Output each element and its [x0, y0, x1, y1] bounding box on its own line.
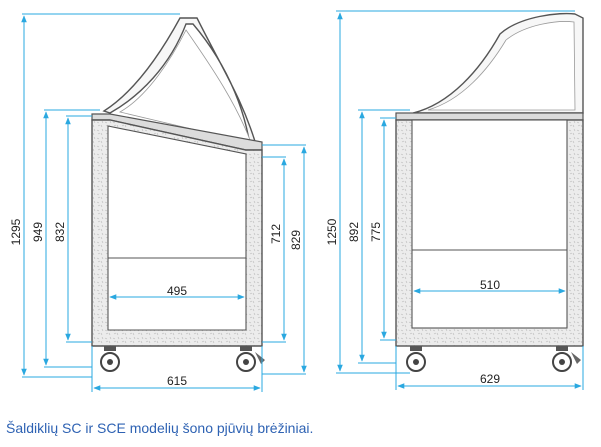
sc-dimension-labels: 1295 949 832 712 829 495 615 [9, 218, 303, 388]
sc-dim-overall-height: 1295 [9, 218, 23, 245]
sc-dim-overall-width: 615 [167, 374, 187, 388]
sc-dim-body-height: 949 [31, 222, 45, 242]
sc-dim-inner-height: 832 [53, 222, 67, 242]
sc-side-section [91, 17, 265, 372]
sc-lid-inner [118, 29, 251, 141]
sce-top-frame [395, 112, 584, 121]
sc-dim-front-height: 829 [289, 230, 303, 250]
sc-caster-left [100, 346, 120, 372]
sce-dim-overall-height: 1250 [325, 218, 339, 245]
sce-caster-left [406, 346, 426, 372]
sce-side-section [395, 12, 584, 372]
sce-dim-inner-width: 510 [480, 278, 500, 292]
sc-caster-right [236, 346, 265, 372]
sce-dimensions [336, 10, 584, 390]
figure-caption: Šaldiklių SC ir SCE modelių šono pjūvių … [6, 420, 314, 436]
sce-lid-inner [427, 21, 576, 111]
sc-inner-tub [107, 125, 247, 331]
sc-dim-inner-width: 495 [167, 284, 187, 298]
sce-dim-inner-height: 775 [369, 222, 383, 242]
sce-inner-tub [411, 119, 568, 329]
sce-dim-overall-width: 629 [480, 372, 500, 386]
sc-dim-front-inner-height: 712 [269, 224, 283, 244]
sce-dimension-labels: 1250 892 775 510 629 [325, 218, 500, 386]
sc-dimensions [21, 13, 307, 392]
sce-caster-right [552, 346, 581, 372]
sce-dim-body-height: 892 [347, 222, 361, 242]
